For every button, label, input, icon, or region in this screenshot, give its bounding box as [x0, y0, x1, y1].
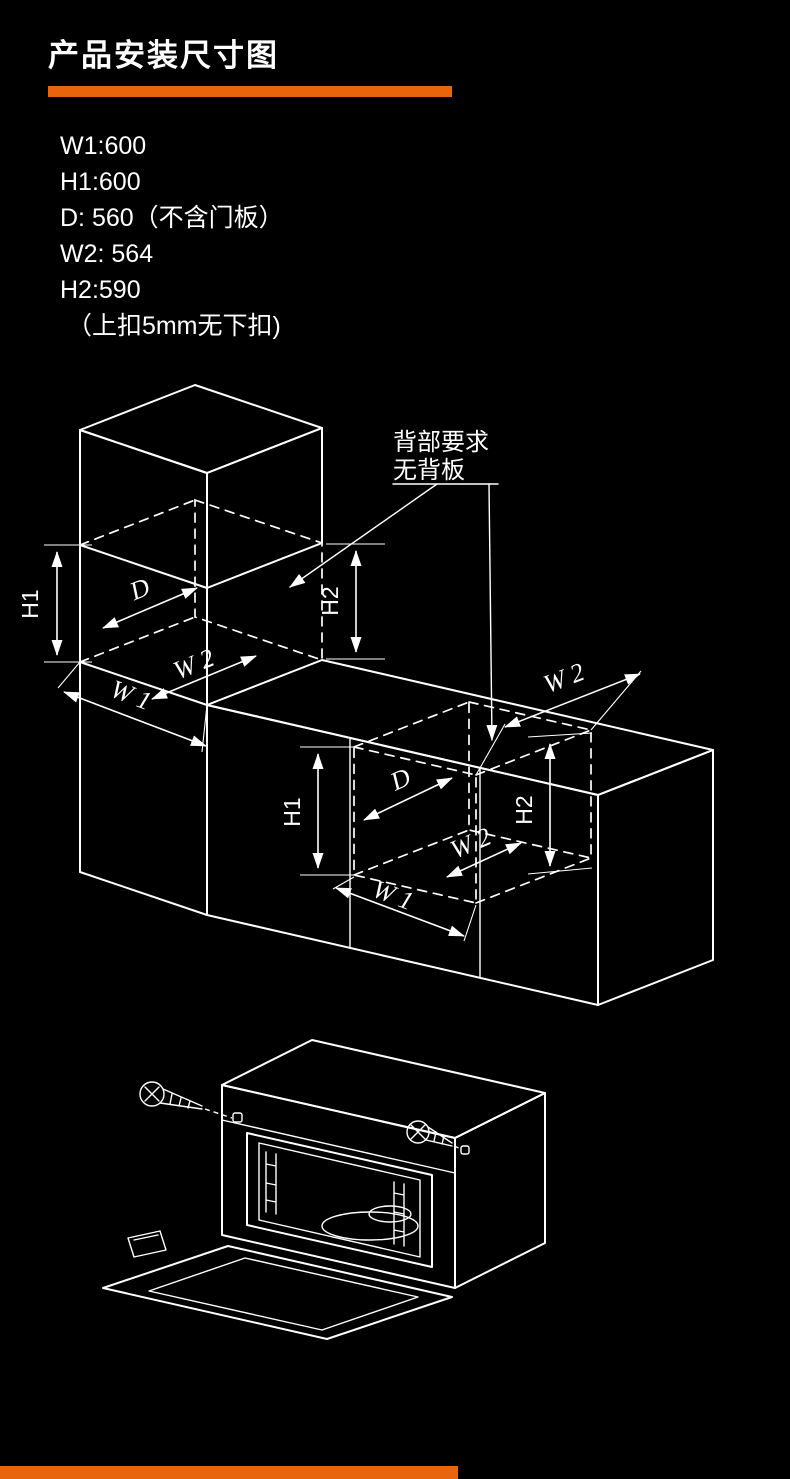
left-mounting-screw: [139, 1081, 243, 1123]
spec-line-w1: W1:600: [60, 132, 147, 160]
dim-label-h2-upper: H2: [317, 586, 343, 615]
dim-label-w1-lower: W 1: [369, 874, 418, 916]
page-title: 产品安装尺寸图: [48, 38, 279, 73]
tall-cabinet-diagram: H1 D H2 W 2 W 1: [17, 384, 385, 916]
dim-label-w1-upper: W 1: [107, 674, 156, 716]
spec-line-w2: W2: 564: [60, 240, 154, 268]
leader-to-lower-niche: [486, 483, 498, 741]
title-accent-bar: [48, 86, 452, 97]
spec-list: W1:600 H1:600 D: 560（不含门板） W2: 564 H2:59…: [60, 128, 284, 344]
base-cabinet-row-diagram: W 2 H1 D H2 W 2 W 1: [206, 657, 714, 1006]
spec-line-h2: H2:590: [60, 276, 141, 304]
dim-label-h2-lower: H2: [511, 795, 537, 824]
dim-label-w2-back-lower: W 2: [540, 657, 589, 699]
annotation-line-2: 无背板: [393, 457, 465, 484]
back-panel-annotation: 背部要求 无背板: [289, 429, 499, 741]
annotation-line-1: 背部要求: [393, 429, 489, 456]
dim-label-h1-lower: H1: [279, 797, 305, 826]
dim-label-h1-upper: H1: [17, 589, 43, 618]
spec-line-h1: H1:600: [60, 168, 141, 196]
oven-illustration: [102, 1039, 546, 1340]
dim-label-d-upper: D: [125, 572, 154, 606]
spec-line-d: D: 560（不含门板）: [60, 204, 284, 232]
leader-to-upper-niche: [289, 483, 438, 588]
spec-line-note: （上扣5mm无下扣): [60, 312, 281, 340]
dim-label-d-lower: D: [385, 762, 415, 797]
right-mounting-screw: [406, 1120, 470, 1155]
bottom-accent-bar: [0, 1466, 458, 1479]
dim-label-w2-upper: W 2: [169, 643, 218, 685]
